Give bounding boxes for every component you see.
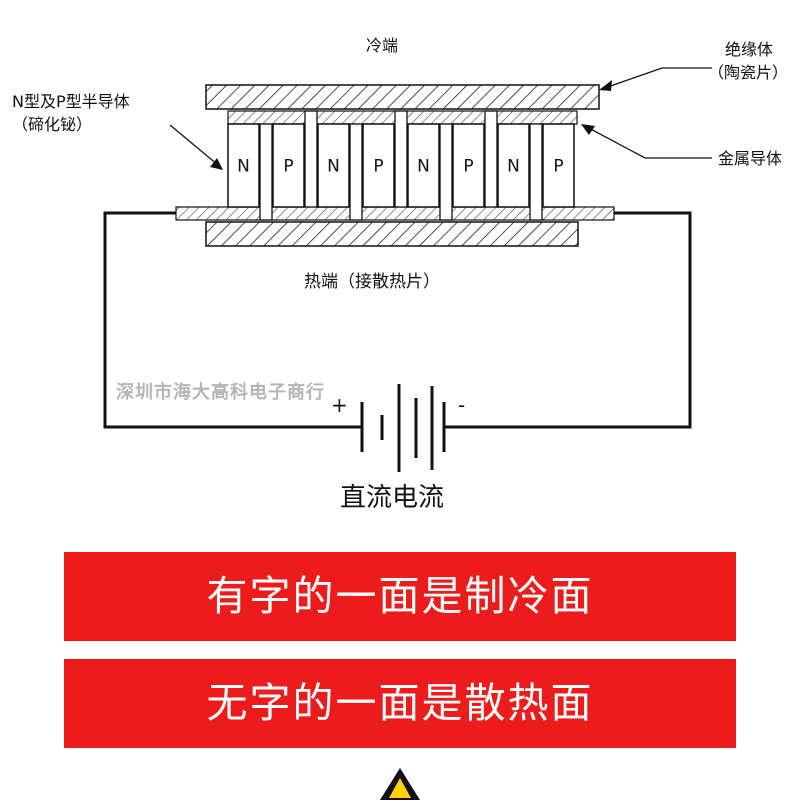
cold-side-banner: 有字的一面是制冷面 bbox=[64, 552, 736, 641]
metal-leader-line bbox=[584, 125, 712, 159]
dc-current-label: 直流电流 bbox=[340, 483, 445, 513]
metal-connector-post-7 bbox=[529, 123, 543, 221]
circuit-wire-left bbox=[103, 211, 362, 429]
battery-minus-sign: - bbox=[458, 393, 466, 417]
hot-side-banner: 无字的一面是散热面 bbox=[64, 659, 736, 748]
semiconductor-leg-3 bbox=[317, 123, 350, 208]
top-ceramic-plate bbox=[205, 84, 600, 110]
bottom-ceramic-plate bbox=[205, 221, 579, 247]
circuit-wire-right bbox=[444, 211, 692, 429]
semiconductor-leg-5 bbox=[407, 123, 440, 208]
semiconductor-leg-letter-1: N bbox=[237, 157, 250, 177]
cold-end-label: 冷端 bbox=[366, 36, 399, 55]
semiconductor-leg-8 bbox=[542, 123, 575, 208]
semiconductor-leg-2 bbox=[272, 123, 305, 208]
hot-side-banner-text: 无字的一面是散热面 bbox=[206, 679, 594, 727]
semiconductor-leg-4 bbox=[362, 123, 395, 208]
semiconductor-leg-letter-6: P bbox=[463, 157, 473, 177]
semiconductor-leg-letter-4: P bbox=[373, 157, 383, 177]
metal-connector-post-4 bbox=[394, 110, 408, 208]
semiconductor-leg-letter-7: N bbox=[507, 157, 520, 177]
semiconductor-leg-letter-3: N bbox=[327, 157, 340, 177]
battery-plus-sign: + bbox=[331, 393, 348, 417]
semiconductor-leg-6 bbox=[452, 123, 485, 208]
metal-conductor-label: 金属导体 bbox=[718, 149, 783, 168]
warning-icon bbox=[380, 768, 420, 800]
semiconductor-leg-7 bbox=[497, 123, 530, 208]
semiconductor-arrowhead bbox=[210, 158, 223, 170]
watermark: 深圳市海大高科电子商行 bbox=[116, 382, 325, 403]
battery-symbol bbox=[360, 384, 446, 472]
insulator-label-line2: （陶瓷片） bbox=[708, 63, 789, 82]
insulator-leader-line bbox=[604, 67, 712, 89]
semiconductor-leg-letter-2: P bbox=[283, 157, 293, 177]
semiconductor-leg-letter-8: P bbox=[553, 157, 563, 177]
insulator-label-line1: 绝缘体 bbox=[725, 40, 774, 59]
bottom-metal-strip bbox=[175, 206, 615, 221]
semiconductor-label-line1: N型及P型半导体 bbox=[12, 92, 130, 111]
metal-arrowhead bbox=[581, 124, 595, 135]
semiconductor-leg-1 bbox=[227, 123, 260, 208]
semiconductor-leg-letter-5: N bbox=[417, 157, 430, 177]
metal-connector-post-5 bbox=[439, 123, 453, 221]
metal-connector-post-2 bbox=[304, 110, 318, 208]
semiconductor-leader-line bbox=[169, 124, 219, 166]
semiconductor-label-line2: （碲化铋） bbox=[12, 115, 93, 134]
metal-connector-post-3 bbox=[349, 123, 363, 221]
hot-end-label: 热端（接散热片） bbox=[304, 272, 440, 292]
metal-connector-post-6 bbox=[484, 110, 498, 208]
insulator-arrowhead bbox=[599, 80, 612, 91]
cold-side-banner-text: 有字的一面是制冷面 bbox=[206, 572, 594, 620]
metal-connector-post-1 bbox=[259, 123, 273, 221]
